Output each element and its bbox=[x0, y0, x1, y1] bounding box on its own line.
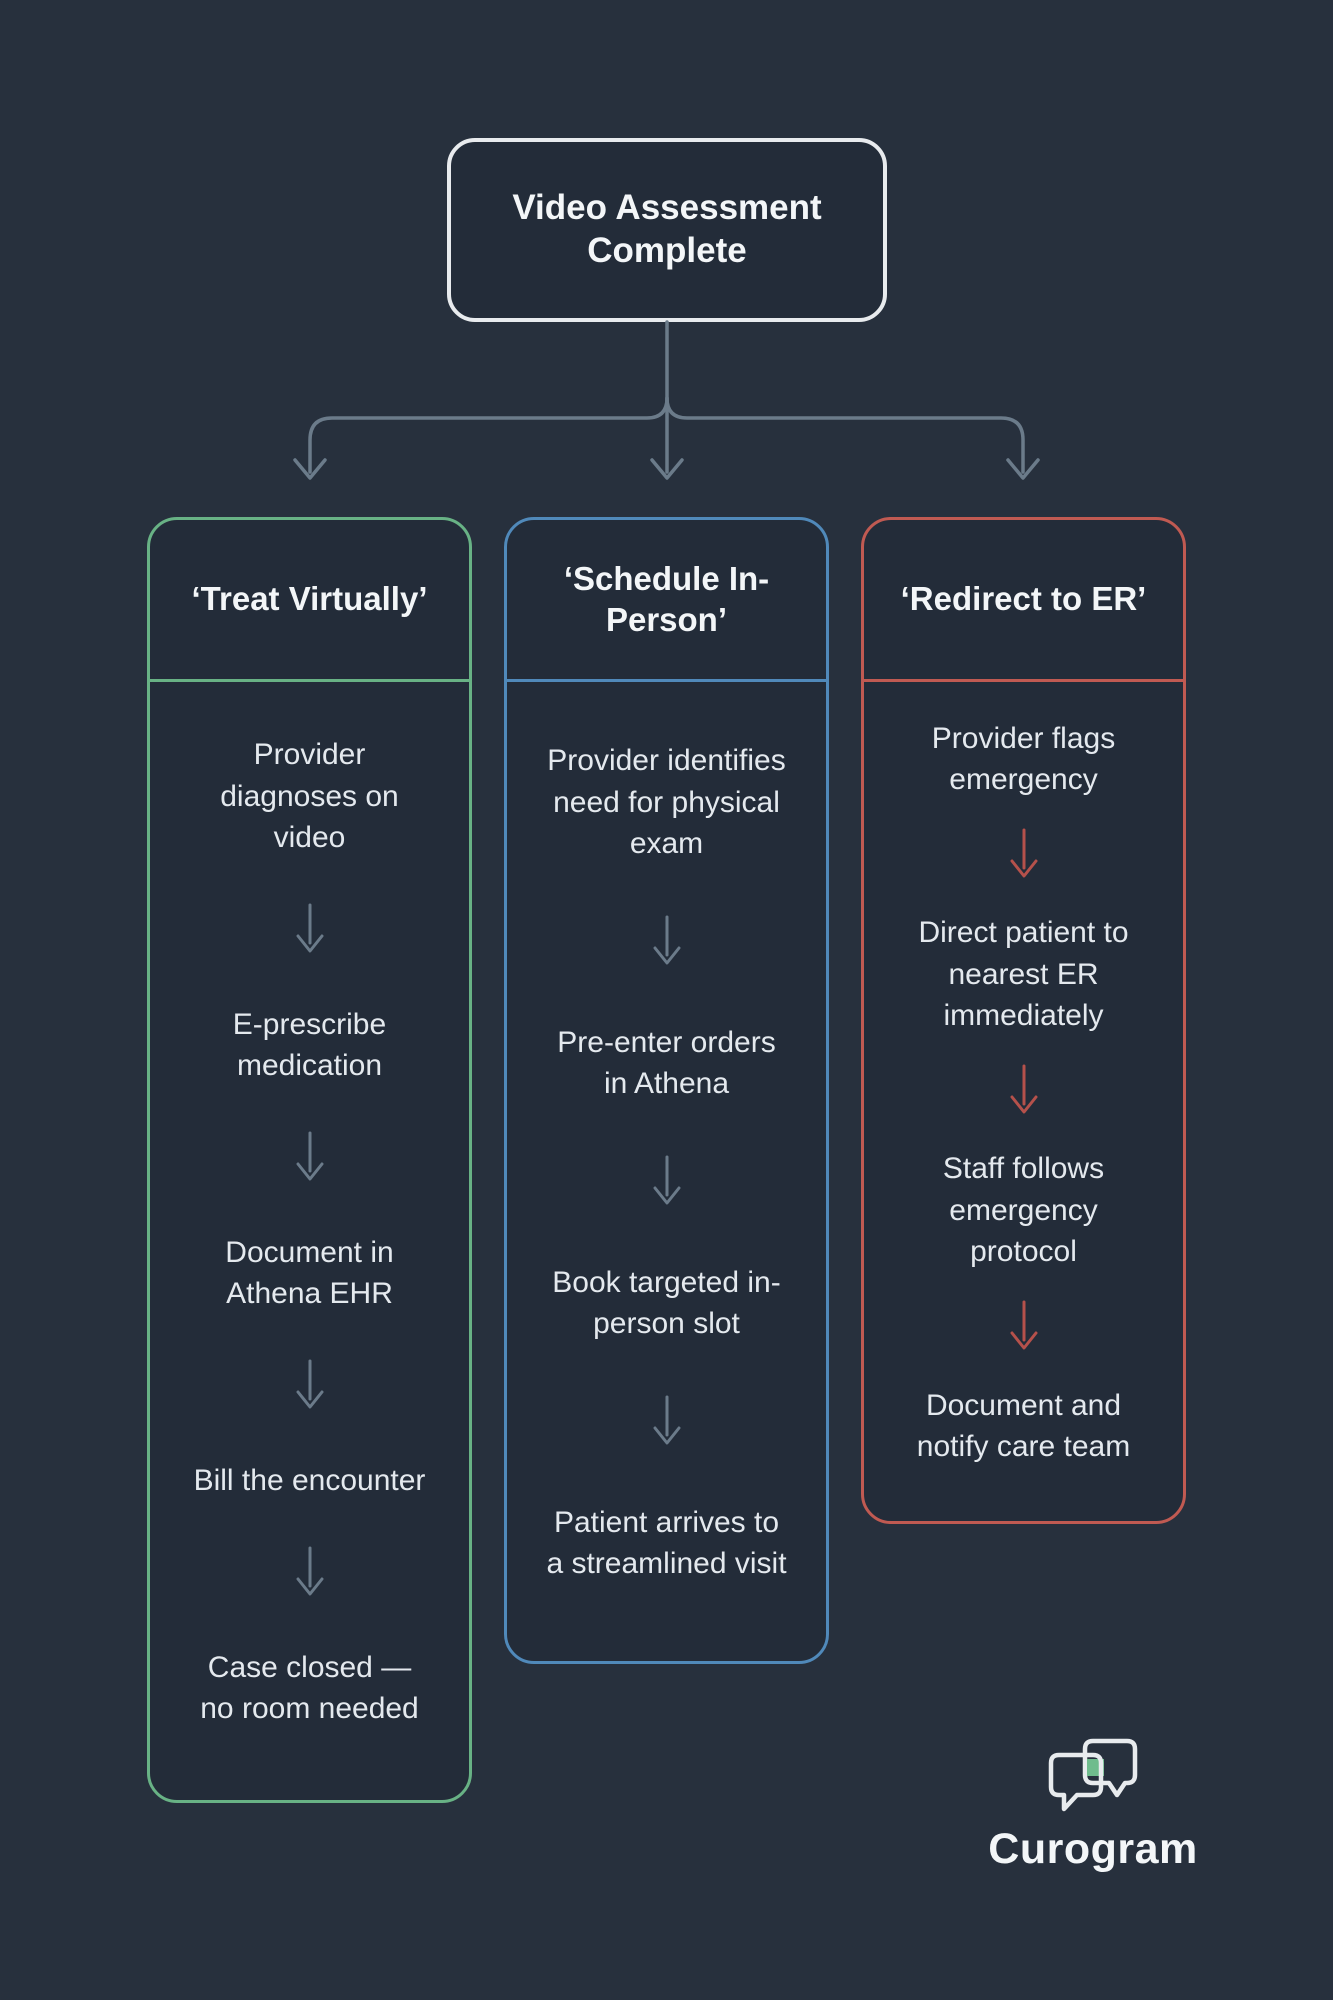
connector-left-branch bbox=[308, 396, 669, 474]
down-arrow-icon bbox=[650, 1395, 684, 1452]
step-text: Provider identifies need for physical ex… bbox=[547, 744, 786, 860]
down-arrow-icon bbox=[293, 903, 327, 960]
column-body: Provider identifies need for physical ex… bbox=[507, 682, 826, 1661]
column-header: ‘Schedule In-Person’ bbox=[507, 520, 826, 682]
branch-connector bbox=[293, 320, 1040, 480]
column-body: Provider flags emergency Direct patient … bbox=[864, 682, 1183, 1521]
down-arrow-icon bbox=[650, 1155, 684, 1212]
column-treat-virtually: ‘Treat Virtually’ Provider diagnoses on … bbox=[147, 517, 472, 1803]
front-chat-bubble bbox=[1048, 1752, 1104, 1812]
step-text: Direct patient to nearest ER immediately bbox=[918, 916, 1129, 1033]
step-text: Document and notify care team bbox=[916, 1388, 1131, 1464]
down-arrow-icon bbox=[1007, 1064, 1041, 1121]
step-text: Provider flags emergency bbox=[931, 721, 1116, 796]
step-text: Patient arrives to a streamlined visit bbox=[546, 1505, 787, 1581]
down-arrow-icon bbox=[650, 915, 684, 972]
down-arrow-icon bbox=[1007, 1300, 1041, 1357]
column-body: Provider diagnoses on video E-prescribe … bbox=[150, 682, 469, 1800]
column-schedule-in-person: ‘Schedule In-Person’ Provider identifies… bbox=[504, 517, 829, 1664]
step-text: Bill the encounter bbox=[193, 1464, 426, 1498]
column-redirect-to-er: ‘Redirect to ER’ Provider flags emergenc… bbox=[861, 517, 1186, 1524]
connector-right-branch bbox=[665, 396, 1025, 474]
step-text: Book targeted in-person slot bbox=[552, 1265, 781, 1341]
down-arrow-icon bbox=[293, 1131, 327, 1188]
root-node-title: Video Assessment Complete bbox=[512, 188, 822, 270]
step-text: Provider diagnoses on video bbox=[220, 738, 399, 854]
down-arrowhead-icon bbox=[1006, 458, 1040, 480]
brand-logo: Curogram bbox=[977, 1735, 1209, 1880]
column-title: ‘Schedule In-Person’ bbox=[563, 560, 770, 638]
column-title: ‘Redirect to ER’ bbox=[900, 580, 1147, 618]
column-header: ‘Treat Virtually’ bbox=[150, 520, 469, 682]
down-arrow-icon bbox=[293, 1359, 327, 1416]
back-chat-bubble bbox=[1082, 1738, 1138, 1798]
down-arrow-icon bbox=[1007, 828, 1041, 885]
down-arrowhead-icon bbox=[650, 458, 684, 480]
brand-name: Curogram bbox=[988, 1825, 1198, 1873]
column-title: ‘Treat Virtually’ bbox=[191, 580, 428, 618]
column-header: ‘Redirect to ER’ bbox=[864, 520, 1183, 682]
chat-bubbles-icon bbox=[1048, 1738, 1138, 1812]
step-text: E-prescribe medication bbox=[232, 1007, 387, 1083]
root-node: Video Assessment Complete bbox=[447, 138, 887, 322]
step-text: Staff follows emergency protocol bbox=[942, 1152, 1105, 1269]
step-text: Pre-enter orders in Athena bbox=[557, 1025, 776, 1101]
step-text: Case closed — no room needed bbox=[200, 1650, 419, 1726]
step-text: Document in Athena EHR bbox=[225, 1235, 394, 1311]
down-arrowhead-icon bbox=[293, 458, 327, 480]
down-arrow-icon bbox=[293, 1546, 327, 1603]
